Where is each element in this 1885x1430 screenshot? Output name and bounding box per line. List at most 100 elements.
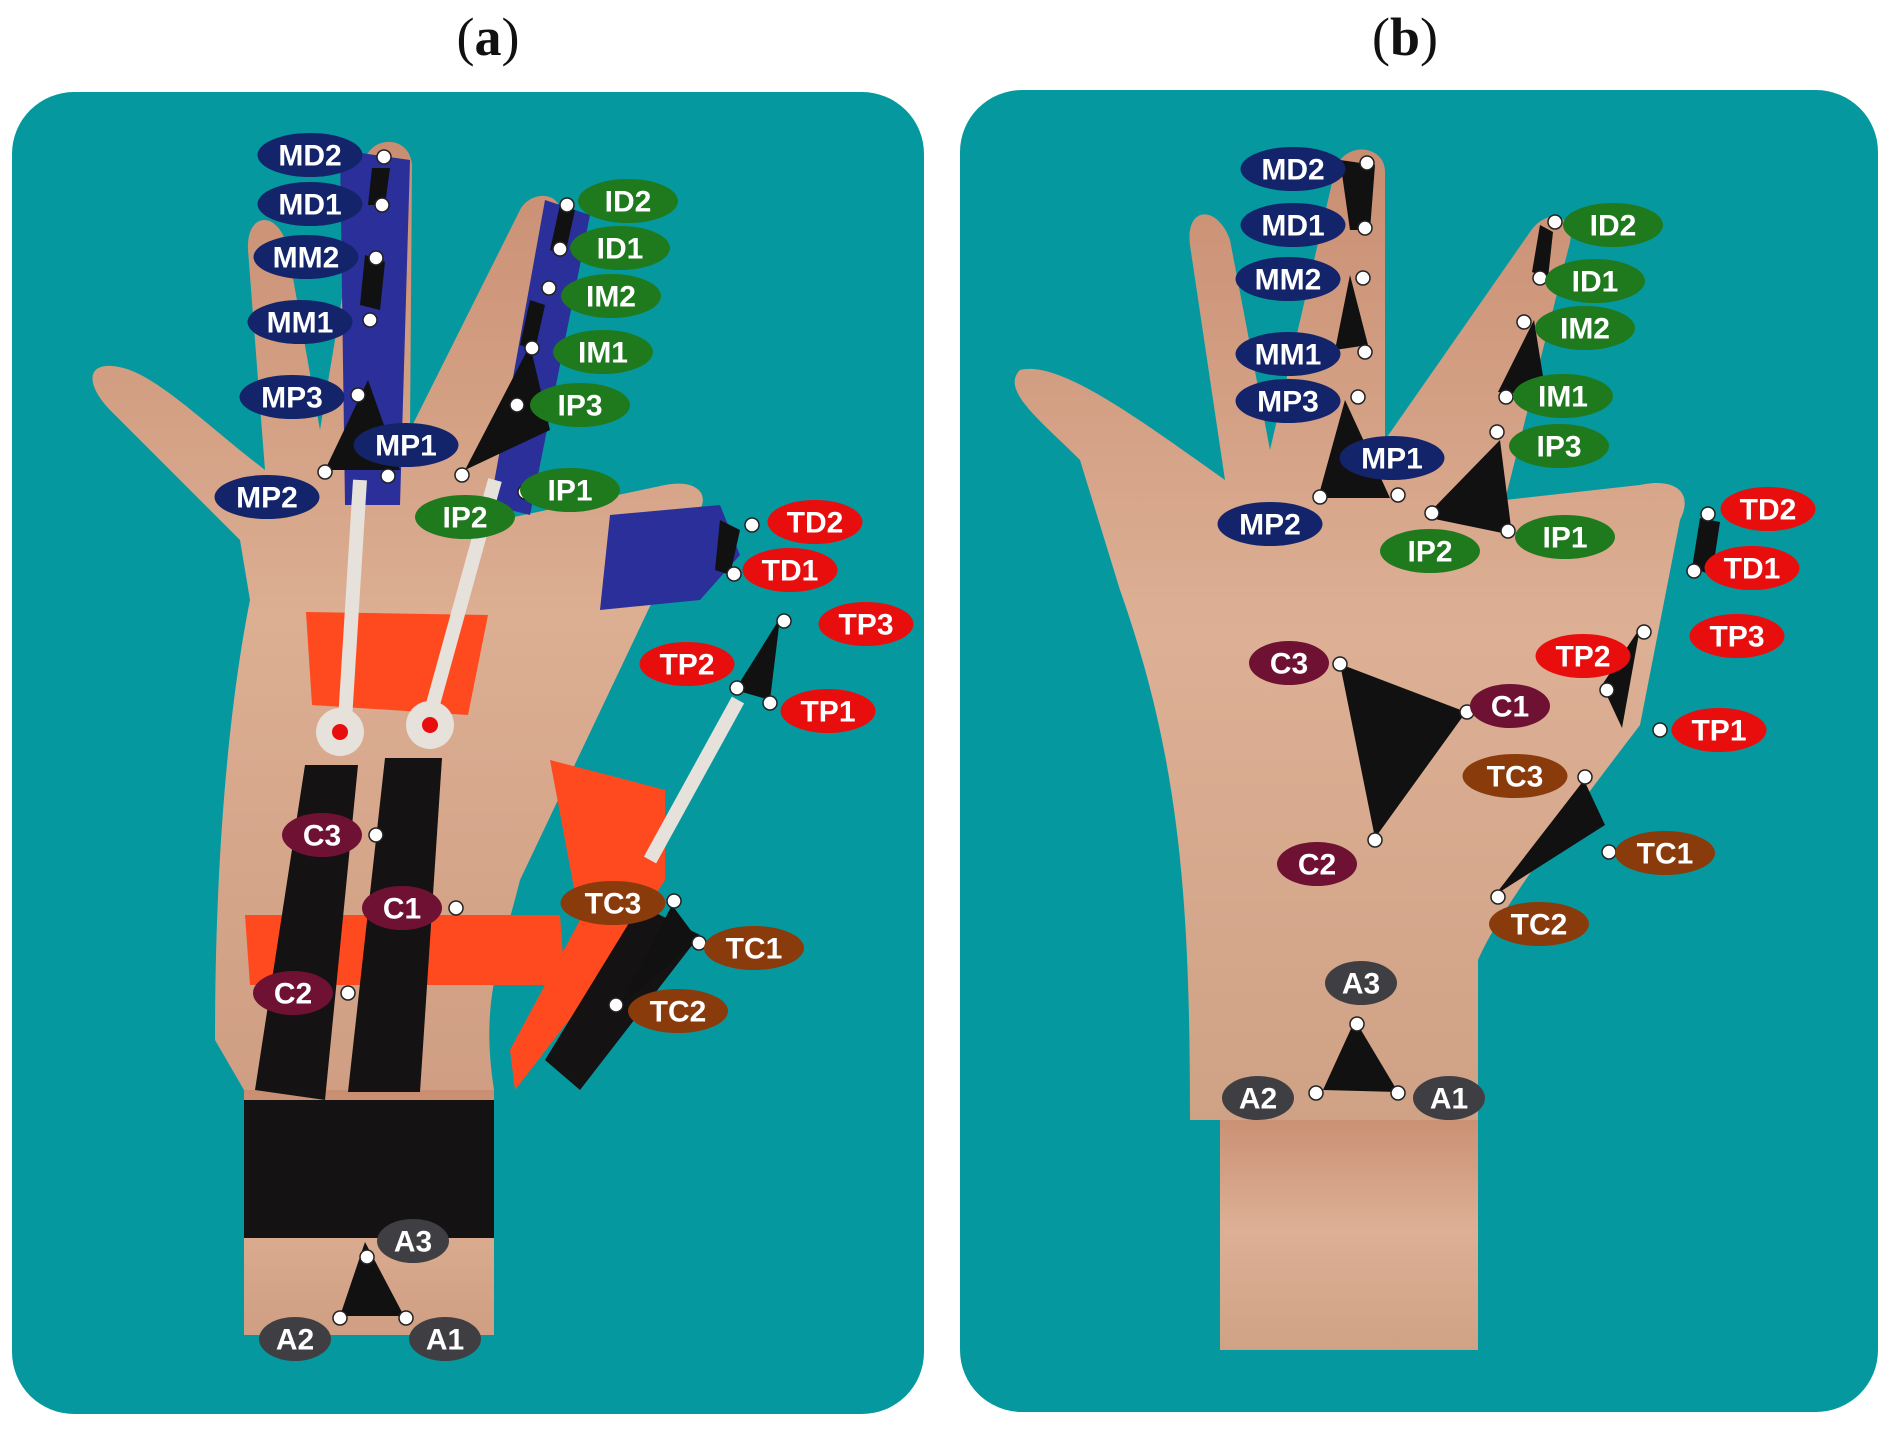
marker-label-text: C2 bbox=[1298, 849, 1336, 882]
marker-label-a3: A3 bbox=[1325, 961, 1397, 1005]
marker-label-ip1: IP1 bbox=[1515, 515, 1615, 559]
marker-label-td2: TD2 bbox=[767, 500, 863, 544]
marker-label-mm1: MM1 bbox=[1235, 332, 1341, 376]
marker-label-text: TC2 bbox=[1511, 909, 1568, 942]
marker-label-mm1: MM1 bbox=[247, 300, 353, 344]
marker-label-text: TC3 bbox=[1487, 761, 1544, 794]
marker-label-badge bbox=[1509, 424, 1609, 468]
marker-label-a1: A1 bbox=[409, 1317, 481, 1361]
marker-label-text: MP1 bbox=[1361, 443, 1423, 476]
marker-label-tp2: TP2 bbox=[639, 642, 735, 686]
marker-label-text: MD1 bbox=[1261, 210, 1324, 243]
marker-label-badge bbox=[282, 813, 362, 857]
marker-label-text: TD1 bbox=[762, 555, 819, 588]
marker-label-text: A1 bbox=[1430, 1083, 1468, 1116]
marker-label-badge bbox=[742, 548, 838, 592]
marker-label-text: A1 bbox=[426, 1324, 464, 1357]
marker-label-badge bbox=[767, 500, 863, 544]
marker-label-text: IP3 bbox=[1536, 431, 1581, 464]
marker-label-ip2: IP2 bbox=[1380, 529, 1480, 573]
marker-label-badge bbox=[257, 133, 363, 177]
marker-label-a2: A2 bbox=[259, 1317, 331, 1361]
marker-label-mp3: MP3 bbox=[1235, 379, 1341, 423]
marker-label-c3: C3 bbox=[1249, 641, 1329, 685]
marker-label-badge bbox=[1671, 708, 1767, 752]
marker-label-text: ID2 bbox=[605, 186, 652, 219]
marker-label-c2: C2 bbox=[1277, 842, 1357, 886]
marker-label-id2: ID2 bbox=[578, 179, 678, 223]
marker-label-badge bbox=[1339, 436, 1445, 480]
marker-label-tc3: TC3 bbox=[560, 881, 666, 925]
marker-label-text: A3 bbox=[394, 1226, 432, 1259]
marker-label-id1: ID1 bbox=[570, 226, 670, 270]
marker-label-a1: A1 bbox=[1413, 1076, 1485, 1120]
marker-label-badge bbox=[247, 300, 353, 344]
marker-label-badge bbox=[1513, 374, 1613, 418]
marker-label-mp1: MP1 bbox=[1339, 436, 1445, 480]
marker-label-text: ID1 bbox=[597, 233, 644, 266]
marker-label-ip3: IP3 bbox=[530, 383, 630, 427]
marker-label-text: TC3 bbox=[585, 888, 642, 921]
marker-label-mm2: MM2 bbox=[1235, 257, 1341, 301]
marker-label-ip3: IP3 bbox=[1509, 424, 1609, 468]
marker-label-id2: ID2 bbox=[1563, 203, 1663, 247]
marker-label-text: A2 bbox=[276, 1324, 314, 1357]
marker-label-badge bbox=[1235, 379, 1341, 423]
marker-label-tp3: TP3 bbox=[818, 602, 914, 646]
marker-label-badge bbox=[253, 235, 359, 279]
marker-label-text: TD1 bbox=[1724, 553, 1781, 586]
marker-label-tc3: TC3 bbox=[1462, 754, 1568, 798]
marker-label-badge bbox=[409, 1317, 481, 1361]
marker-label-text: IM2 bbox=[1560, 313, 1610, 346]
marker-label-text: TP2 bbox=[659, 649, 714, 682]
marker-label-tp1: TP1 bbox=[1671, 708, 1767, 752]
marker-label-badge bbox=[1413, 1076, 1485, 1120]
marker-label-c2: C2 bbox=[253, 971, 333, 1015]
marker-label-ip2: IP2 bbox=[415, 495, 515, 539]
marker-label-badge bbox=[561, 274, 661, 318]
marker-label-badge bbox=[1535, 306, 1635, 350]
marker-label-text: C1 bbox=[383, 893, 421, 926]
marker-label-text: IM1 bbox=[1538, 381, 1588, 414]
marker-label-badge bbox=[362, 886, 442, 930]
marker-label-badge bbox=[1563, 203, 1663, 247]
marker-label-text: TD2 bbox=[1740, 494, 1797, 527]
marker-label-badge bbox=[1240, 147, 1346, 191]
marker-label-badge bbox=[1515, 515, 1615, 559]
marker-label-text: MD1 bbox=[278, 189, 341, 222]
marker-label-badge bbox=[628, 989, 728, 1033]
marker-label-text: TP2 bbox=[1555, 641, 1610, 674]
marker-label-text: IP2 bbox=[442, 502, 487, 535]
marker-label-c1: C1 bbox=[1470, 684, 1550, 728]
marker-label-badge bbox=[1325, 961, 1397, 1005]
marker-label-text: IM2 bbox=[586, 281, 636, 314]
marker-label-badge bbox=[353, 423, 459, 467]
marker-label-mp2: MP2 bbox=[1217, 502, 1323, 546]
marker-label-text: ID1 bbox=[1572, 266, 1619, 299]
marker-label-badge bbox=[1235, 332, 1341, 376]
panel-a-labels: MD2MD1MM2MM1MP3MP1MP2ID2ID1IM2IM1IP3IP1I… bbox=[214, 133, 914, 1361]
marker-label-text: MD2 bbox=[1261, 154, 1324, 187]
marker-label-badge bbox=[520, 468, 620, 512]
marker-label-text: TP3 bbox=[838, 609, 893, 642]
marker-label-md2: MD2 bbox=[1240, 147, 1346, 191]
marker-label-tc2: TC2 bbox=[628, 989, 728, 1033]
marker-label-badge bbox=[1704, 546, 1800, 590]
marker-label-td1: TD1 bbox=[1704, 546, 1800, 590]
marker-label-badge bbox=[1217, 502, 1323, 546]
marker-label-badge bbox=[1615, 831, 1715, 875]
marker-label-md1: MD1 bbox=[1240, 203, 1346, 247]
marker-label-text: C3 bbox=[303, 820, 341, 853]
marker-label-text: TC1 bbox=[1637, 838, 1694, 871]
marker-label-text: TP1 bbox=[1691, 715, 1746, 748]
panel-a-caption: (a) bbox=[456, 7, 520, 67]
marker-label-text: TC2 bbox=[650, 996, 707, 1029]
marker-label-badge bbox=[1470, 684, 1550, 728]
marker-label-a2: A2 bbox=[1222, 1076, 1294, 1120]
marker-label-mp2: MP2 bbox=[214, 475, 320, 519]
marker-label-badge bbox=[530, 383, 630, 427]
marker-label-tp1: TP1 bbox=[780, 689, 876, 733]
